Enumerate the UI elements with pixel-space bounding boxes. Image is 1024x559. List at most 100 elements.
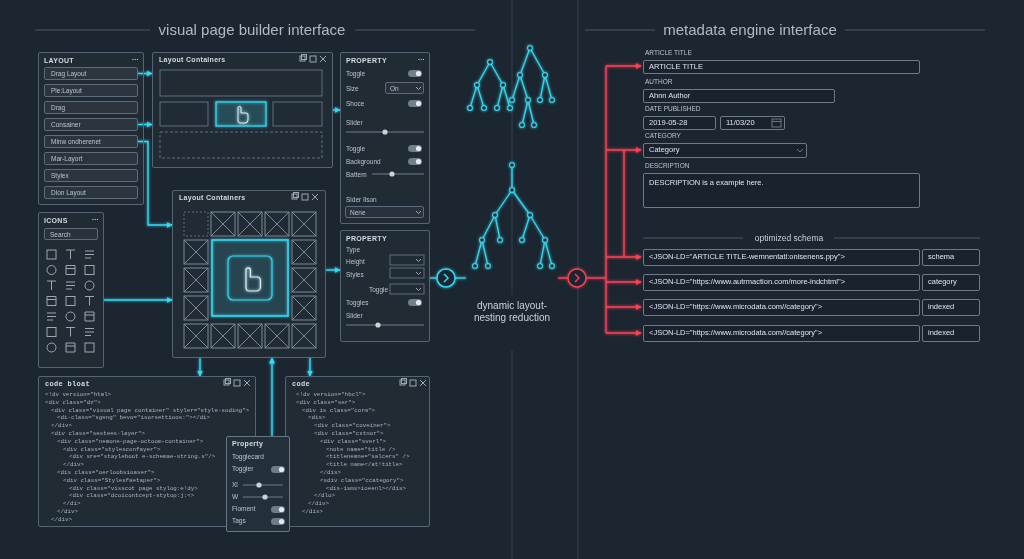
header-rule bbox=[845, 30, 985, 31]
field-value: 2019-05-28 bbox=[649, 119, 687, 128]
tree-branch bbox=[475, 240, 482, 266]
tree-branch bbox=[540, 240, 545, 266]
panel-title: code bbox=[292, 380, 310, 388]
panel-title: Layout Containers bbox=[159, 56, 226, 64]
section-heading: visual page builder interface bbox=[142, 21, 362, 38]
property-label: Drag Layout bbox=[51, 70, 86, 77]
panel: Layout Containers bbox=[172, 190, 326, 358]
tree-branch bbox=[540, 75, 545, 100]
panel-title: ... bbox=[92, 214, 99, 222]
slider-track bbox=[243, 484, 283, 485]
connector-wire bbox=[199, 358, 200, 376]
property-label: Toggle bbox=[369, 286, 388, 293]
field-value: indexed bbox=[928, 329, 954, 338]
property-label: Battem bbox=[346, 171, 367, 178]
code-line: </di> bbox=[63, 501, 80, 508]
tree-branch bbox=[495, 190, 512, 215]
section-rule bbox=[643, 238, 743, 239]
schema-wires bbox=[558, 66, 641, 333]
panel: LAYOUT...Drag LayoutPle:LayoutDragConsai… bbox=[38, 52, 144, 205]
section-heading: metadata engine interface bbox=[650, 21, 850, 38]
chevron bbox=[575, 274, 579, 282]
panel: PROPERTY...ToggleSizeShoceSliderToggleBa… bbox=[340, 52, 430, 224]
tree-branch bbox=[530, 215, 545, 240]
property-label: Ple:Layout bbox=[51, 87, 82, 94]
schema-cell: indexed bbox=[922, 299, 980, 316]
tree-node bbox=[510, 188, 515, 193]
toggle-knob bbox=[279, 519, 284, 524]
property-label: Floment bbox=[232, 505, 255, 512]
tree-branch bbox=[503, 85, 510, 108]
panel-title: ICONS bbox=[44, 217, 68, 225]
input-field: DATE PUBLISHED2019-05-28 bbox=[643, 116, 716, 130]
code-line: <dis class="oerloobsioaser"> bbox=[57, 470, 154, 477]
flow-node bbox=[568, 269, 586, 287]
section-rule bbox=[834, 238, 980, 239]
property-label: Mar-Layort bbox=[51, 155, 82, 162]
tree-branch bbox=[512, 75, 520, 100]
panel-title: Property bbox=[232, 440, 263, 448]
tree-node bbox=[482, 106, 487, 111]
property-label: Toggle bbox=[346, 70, 365, 77]
list-item: Stylex bbox=[44, 169, 138, 182]
tree-branch bbox=[545, 240, 552, 266]
tree-node bbox=[528, 46, 533, 51]
property-label: Shoce bbox=[346, 100, 364, 107]
code-line: </dlo> bbox=[314, 493, 335, 500]
slider-knob bbox=[262, 494, 267, 499]
code-line: <titlenemne="salcers" /> bbox=[326, 454, 410, 461]
tree-branch bbox=[545, 75, 552, 100]
tree-node bbox=[532, 123, 537, 128]
tree-node bbox=[510, 98, 515, 103]
code-line: <div class="ser"> bbox=[296, 400, 355, 407]
list-item: Dlon Layout bbox=[44, 186, 138, 199]
property-label: Dlon Layout bbox=[51, 189, 86, 196]
tree-node bbox=[495, 106, 500, 111]
tree-node bbox=[475, 83, 480, 88]
process-label: dynamic layout-nesting reduction bbox=[467, 300, 557, 324]
code-line: <div class="dcoicontcept-stytop:j:<> bbox=[69, 493, 194, 500]
code-line: </div> bbox=[63, 462, 84, 469]
wire bbox=[606, 281, 641, 282]
list-item: Ple:Layout bbox=[44, 84, 138, 97]
tree-branch bbox=[490, 62, 503, 85]
wire bbox=[455, 277, 466, 278]
toggle-switch bbox=[271, 518, 285, 525]
connector-wire bbox=[333, 109, 340, 110]
field-value: Ahnn Author bbox=[649, 92, 690, 101]
tree-branch bbox=[482, 215, 495, 240]
tree-node bbox=[468, 106, 473, 111]
property-label: Xl bbox=[232, 481, 238, 488]
code-line: <div sre="stayleboot e-schemae-string.s"… bbox=[69, 454, 215, 461]
wire-trunk bbox=[605, 66, 606, 333]
panel-title: ... bbox=[132, 54, 139, 62]
property-label: W bbox=[232, 493, 238, 500]
list-item: Drag bbox=[44, 101, 138, 114]
property-label: Background bbox=[346, 158, 381, 165]
input-field: 11/03/20 bbox=[720, 116, 785, 130]
tree-node bbox=[488, 60, 493, 65]
field-label: AUTHOR bbox=[645, 78, 672, 85]
code-line: <dis> bbox=[308, 415, 325, 422]
wire bbox=[558, 277, 568, 278]
code-line: </div> bbox=[51, 423, 72, 430]
code-line: <div class="sestees-layer"> bbox=[51, 431, 145, 438]
input-field: ARTICLE TITLEARTICLE TITLE bbox=[643, 60, 920, 74]
tree-branch bbox=[512, 190, 530, 215]
tree-branch bbox=[477, 85, 484, 108]
field-value: 11/03/20 bbox=[726, 119, 755, 128]
dropdown: Nene bbox=[345, 206, 424, 218]
tree-branch bbox=[530, 48, 545, 75]
divider bbox=[512, 350, 513, 559]
input-field: CATEGORYCategory bbox=[643, 143, 807, 158]
tree-node bbox=[538, 98, 543, 103]
tree-branch bbox=[477, 62, 490, 85]
tree-node bbox=[550, 264, 555, 269]
property-label: Slider bbox=[346, 312, 363, 319]
code-line: </dis> bbox=[302, 509, 323, 516]
code-line: <div class="visscot page stylog:e!dy> bbox=[69, 486, 198, 493]
property-label: Slider bbox=[346, 119, 363, 126]
tree-node bbox=[528, 213, 533, 218]
tree-node bbox=[538, 264, 543, 269]
tree-branch bbox=[520, 48, 530, 75]
